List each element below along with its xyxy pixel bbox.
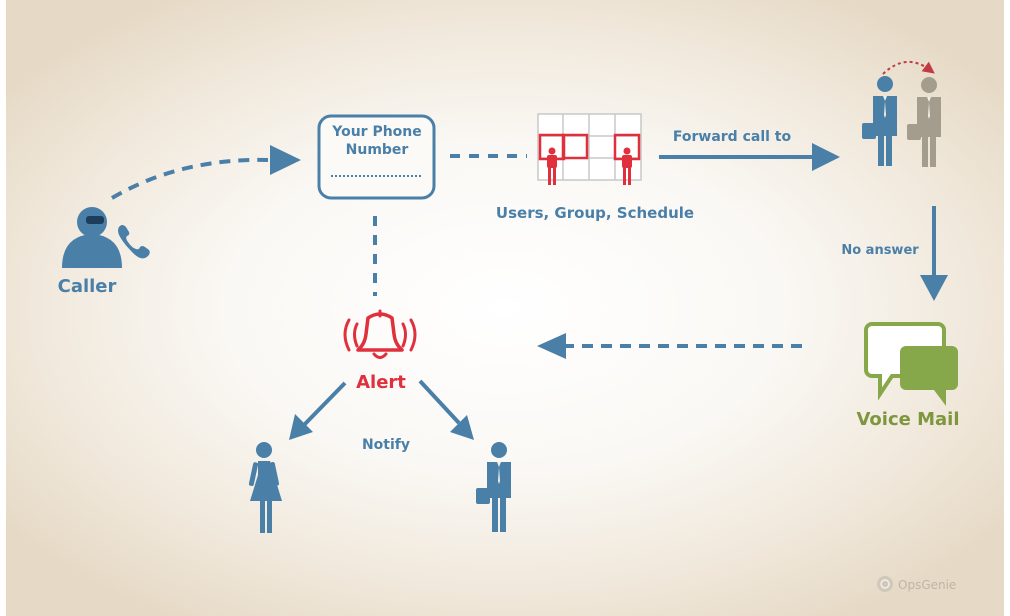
on-call-users-icon: [862, 61, 941, 167]
voice-mail-icon: [864, 322, 958, 406]
scheduled-user-icon: [547, 147, 632, 185]
opsgenie-logo-icon: [877, 576, 893, 592]
voicemail-to-alert-arrow: [537, 333, 802, 359]
notify-label: Notify: [362, 437, 410, 453]
schedule-grid-icon: [537, 113, 642, 185]
no-answer-arrow: [920, 206, 948, 301]
notify-arrow-left: [289, 381, 347, 440]
woman-user-icon: [248, 442, 282, 533]
voice-mail-label: Voice Mail: [856, 409, 959, 430]
brand-watermark: OpsGenie: [898, 578, 956, 592]
businessman-user-icon: [476, 442, 511, 532]
alert-label: Alert: [356, 372, 406, 393]
alert-bell-icon: [343, 309, 417, 359]
no-answer-label: No answer: [841, 243, 919, 258]
phone-number-box: [317, 114, 436, 200]
forward-call-arrow: [659, 143, 840, 171]
notify-arrow-right: [418, 379, 474, 440]
caller-icon: [62, 207, 150, 268]
caller-to-phone-arrow: [110, 145, 301, 200]
phone-box-line1: Your Phone: [331, 124, 422, 140]
phone-box-line2: Number: [346, 142, 409, 158]
caller-label: Caller: [58, 276, 117, 297]
tie-detail: [497, 462, 501, 484]
forward-label: Forward call to: [673, 129, 792, 145]
schedule-label: Users, Group, Schedule: [496, 204, 694, 222]
